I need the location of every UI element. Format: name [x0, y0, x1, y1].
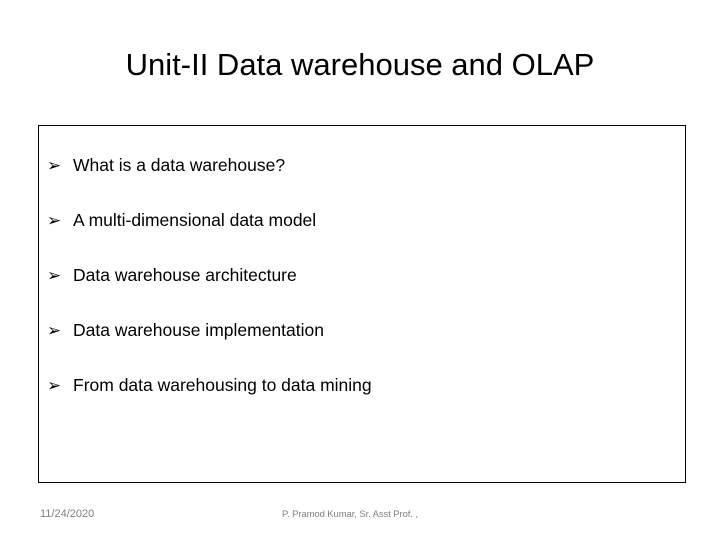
list-item-label: What is a data warehouse?: [73, 155, 286, 175]
list-item: ➢ What is a data warehouse?: [47, 138, 679, 193]
arrowhead-bullet-icon: ➢: [47, 321, 62, 341]
arrowhead-bullet-icon: ➢: [47, 376, 62, 396]
content-box: ➢ What is a data warehouse? ➢ A multi-di…: [38, 125, 686, 483]
page-title: Unit-II Data warehouse and OLAP: [125, 47, 595, 82]
arrowhead-bullet-icon: ➢: [47, 156, 62, 176]
list-item-label: A multi-dimensional data model: [73, 210, 317, 230]
list-item: ➢ Data warehouse implementation: [47, 303, 679, 358]
list-item-label: Data warehouse architecture: [73, 265, 297, 285]
bullet-list: ➢ What is a data warehouse? ➢ A multi-di…: [47, 138, 679, 413]
list-item: ➢ Data warehouse architecture: [47, 248, 679, 303]
list-item-label: From data warehousing to data mining: [73, 375, 372, 395]
slide-footer: 11/24/2020 P. Pramod Kumar, Sr. Asst Pro…: [0, 506, 720, 526]
list-item: ➢ A multi-dimensional data model: [47, 193, 679, 248]
footer-author: P. Pramod Kumar, Sr. Asst Prof. ,: [282, 509, 418, 520]
list-item-label: Data warehouse implementation: [73, 320, 324, 340]
list-item: ➢ From data warehousing to data mining: [47, 358, 679, 413]
arrowhead-bullet-icon: ➢: [47, 266, 62, 286]
arrowhead-bullet-icon: ➢: [47, 211, 62, 231]
footer-date: 11/24/2020: [40, 508, 95, 520]
